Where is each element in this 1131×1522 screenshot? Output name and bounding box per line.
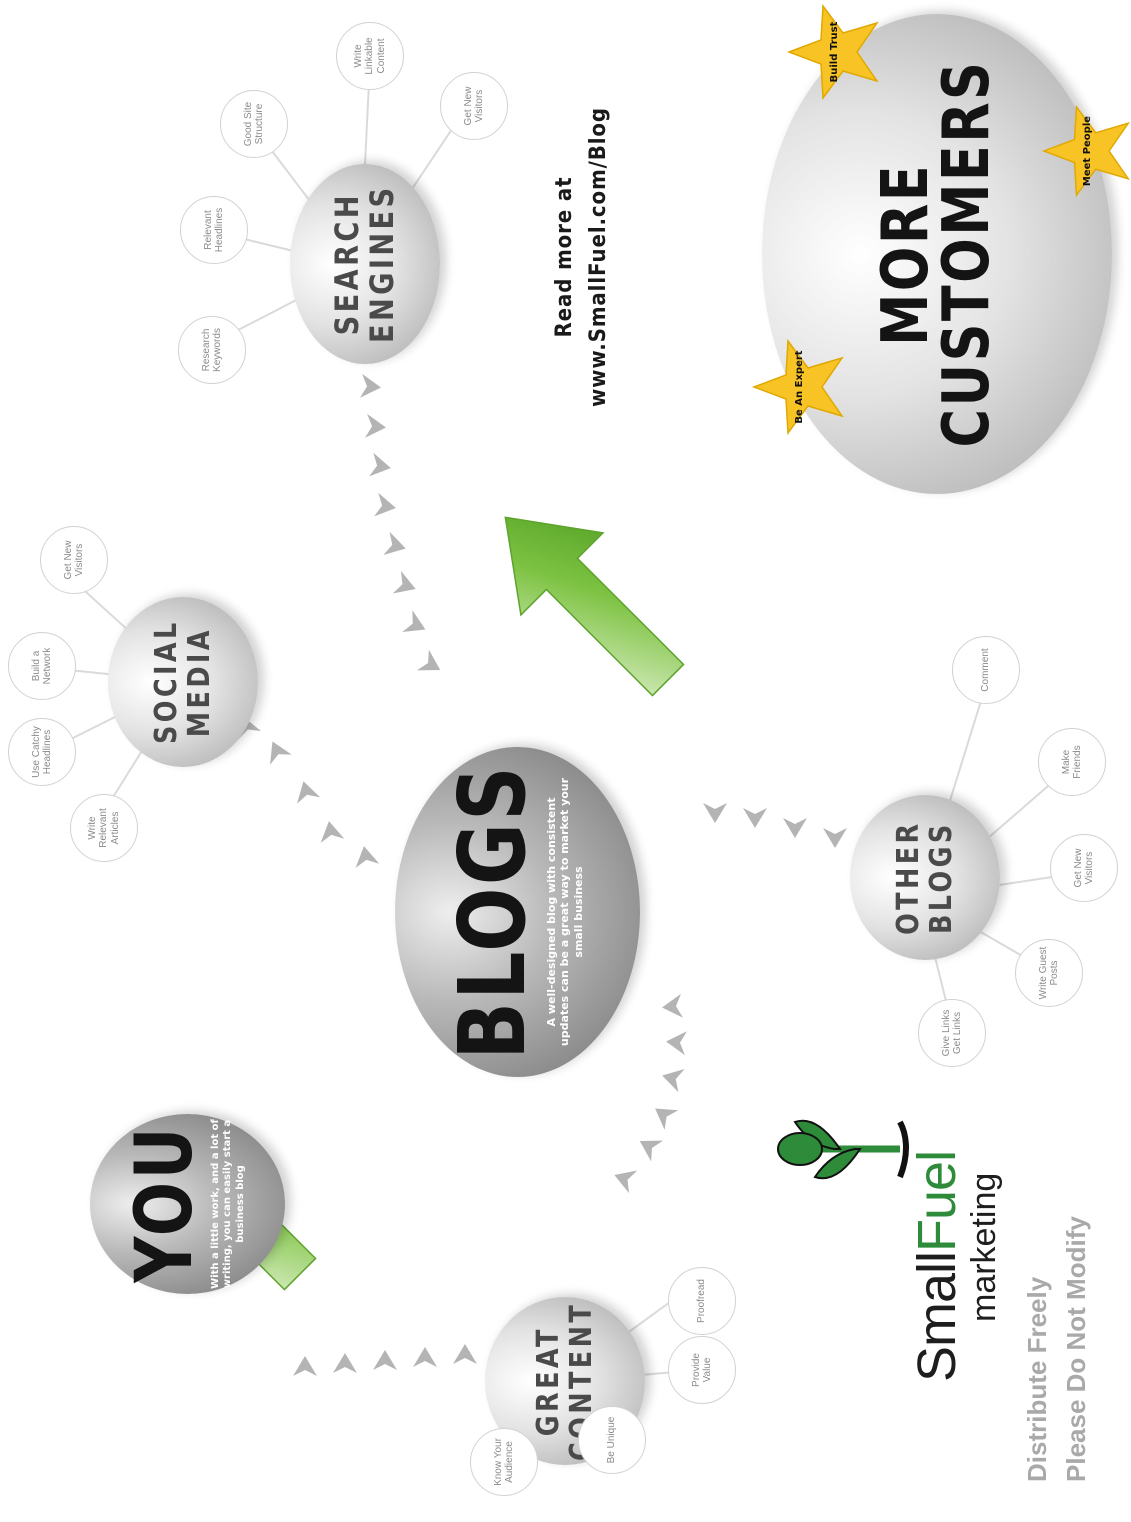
star-icon — [786, 3, 879, 101]
brand-fuel: Fuel — [907, 1150, 967, 1252]
star-icon — [1041, 104, 1131, 198]
star-build-trust: Build Trust — [785, 2, 885, 102]
star-icon — [751, 338, 844, 436]
footer-line1: Distribute Freely — [1022, 1276, 1052, 1482]
star-be-an-expert: Be An Expert — [750, 337, 850, 437]
green-arrow-blogs-to-customers — [504, 516, 685, 697]
footer-line2: Please Do Not Modify — [1061, 1216, 1091, 1482]
footer-notice: Distribute Freely Please Do Not Modify — [1018, 1216, 1096, 1482]
brand-small: Small — [907, 1251, 967, 1382]
brand-wordmark: SmallFuel — [907, 1150, 967, 1382]
brand-marketing: marketing — [965, 1172, 1003, 1322]
star-meet-people: Meet People — [1040, 103, 1131, 199]
